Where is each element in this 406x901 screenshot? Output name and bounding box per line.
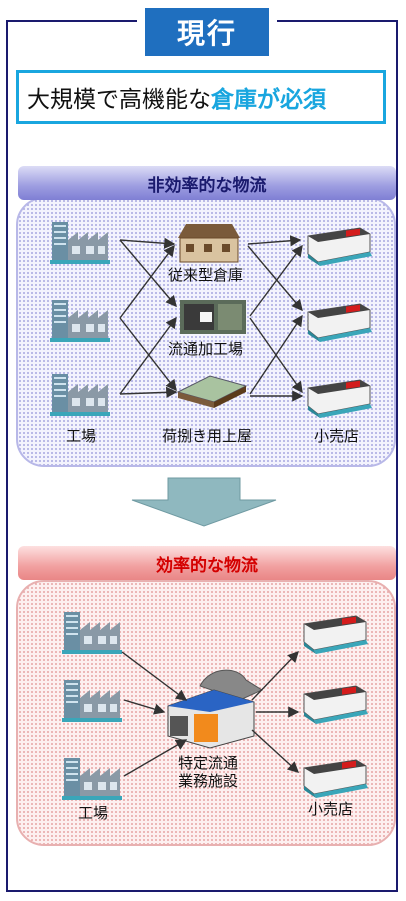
factory-icon <box>50 374 110 416</box>
store-icon <box>303 759 369 799</box>
facility-label-line2: 業務施設 <box>178 772 239 790</box>
facility-label-line1: 特定流通 <box>178 754 239 772</box>
factory-icon <box>50 222 110 264</box>
flow-arrows <box>119 235 304 402</box>
warehouse-icon <box>178 224 240 263</box>
factory-icon <box>62 758 122 800</box>
retail-label: 小売店 <box>308 800 354 818</box>
current-tag: 現行 <box>145 8 269 56</box>
factory-label: 工場 <box>78 804 109 822</box>
factory-icon <box>62 612 122 654</box>
processing-plant-label: 流通加工場 <box>168 340 244 358</box>
store-icon <box>303 685 369 725</box>
store-icon <box>307 303 373 343</box>
store-icon <box>303 615 369 655</box>
headline-highlight: 倉庫が必須 <box>211 87 326 113</box>
factory-icon <box>50 300 110 342</box>
efficient-flow-arrows <box>121 650 300 777</box>
distribution-facility-icon <box>167 669 264 749</box>
inefficient-title: 非効率的な物流 <box>18 166 396 200</box>
factory-label: 工場 <box>66 427 97 445</box>
efficient-title: 効率的な物流 <box>18 546 396 580</box>
retail-label: 小売店 <box>314 427 360 445</box>
processing-plant-icon <box>180 300 246 334</box>
unloading-shed-label: 荷捌き用上屋 <box>162 427 253 445</box>
store-icon <box>307 379 373 419</box>
store-icon <box>307 227 373 267</box>
headline-prefix: 大規模で高機能な <box>27 87 211 113</box>
headline-box: 大規模で高機能な倉庫が必須 <box>16 70 386 124</box>
factory-icon <box>62 680 122 722</box>
down-arrow-icon <box>131 477 277 527</box>
warehouse-label: 従来型倉庫 <box>168 266 244 284</box>
unloading-shed-icon <box>176 375 248 408</box>
